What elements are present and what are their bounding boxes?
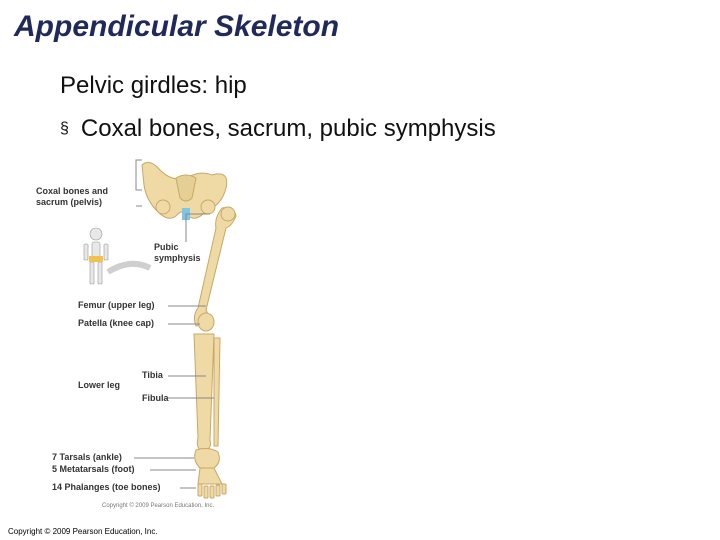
label-phalanges: 14 Phalanges (toe bones) (52, 482, 161, 492)
bullet-item: § Coxal bones, sacrum, pubic symphysis (60, 115, 496, 143)
bullet-text: Coxal bones, sacrum, pubic symphysis (80, 115, 496, 142)
patella-bone (197, 312, 215, 332)
label-pubic-line2: symphysis (154, 253, 201, 263)
label-femur: Femur (upper leg) (78, 300, 155, 310)
hip-socket-left (155, 199, 171, 215)
tarsal-bones (194, 447, 220, 469)
mini-skeleton-pelvis-highlight (89, 256, 103, 262)
hip-socket-right (200, 199, 216, 215)
mini-skeleton (83, 227, 109, 285)
sacrum-bone (175, 174, 197, 202)
bullet-icon: § (60, 120, 69, 137)
femur-head (220, 206, 236, 222)
label-metatarsals: 5 Metatarsals (foot) (52, 464, 135, 474)
label-coxal-line2: sacrum (pelvis) (36, 197, 103, 207)
figure-credit: Copyright © 2009 Pearson Education, Inc. (102, 503, 215, 509)
label-lower-leg: Lower leg (78, 380, 121, 390)
reference-arrow (106, 260, 152, 275)
slide-title: Appendicular Skeleton (14, 10, 340, 43)
tibia-bone (193, 333, 215, 451)
label-pubic-symphysis: Pubic symphysis (154, 242, 201, 264)
label-patella: Patella (knee cap) (78, 318, 155, 328)
footer-copyright: Copyright © 2009 Pearson Education, Inc. (8, 527, 158, 536)
femur-bone (193, 207, 237, 327)
label-tibia: Tibia (142, 370, 163, 380)
metatarsal-bones (197, 467, 223, 485)
label-fibula: Fibula (142, 393, 169, 403)
label-coxal-bones: Coxal bones and sacrum (pelvis) (36, 186, 108, 208)
label-pubic-line1: Pubic (154, 242, 179, 252)
label-tarsals: 7 Tarsals (ankle) (52, 452, 122, 462)
bones (141, 161, 237, 499)
slide-subtitle: Pelvic girdles: hip (60, 72, 247, 99)
fibula-bone (213, 337, 221, 447)
phalanges-bones (197, 483, 227, 499)
label-coxal-line1: Coxal bones and (36, 186, 109, 196)
label-leader-lines (134, 159, 214, 489)
lower-limb-illustration (83, 159, 237, 499)
